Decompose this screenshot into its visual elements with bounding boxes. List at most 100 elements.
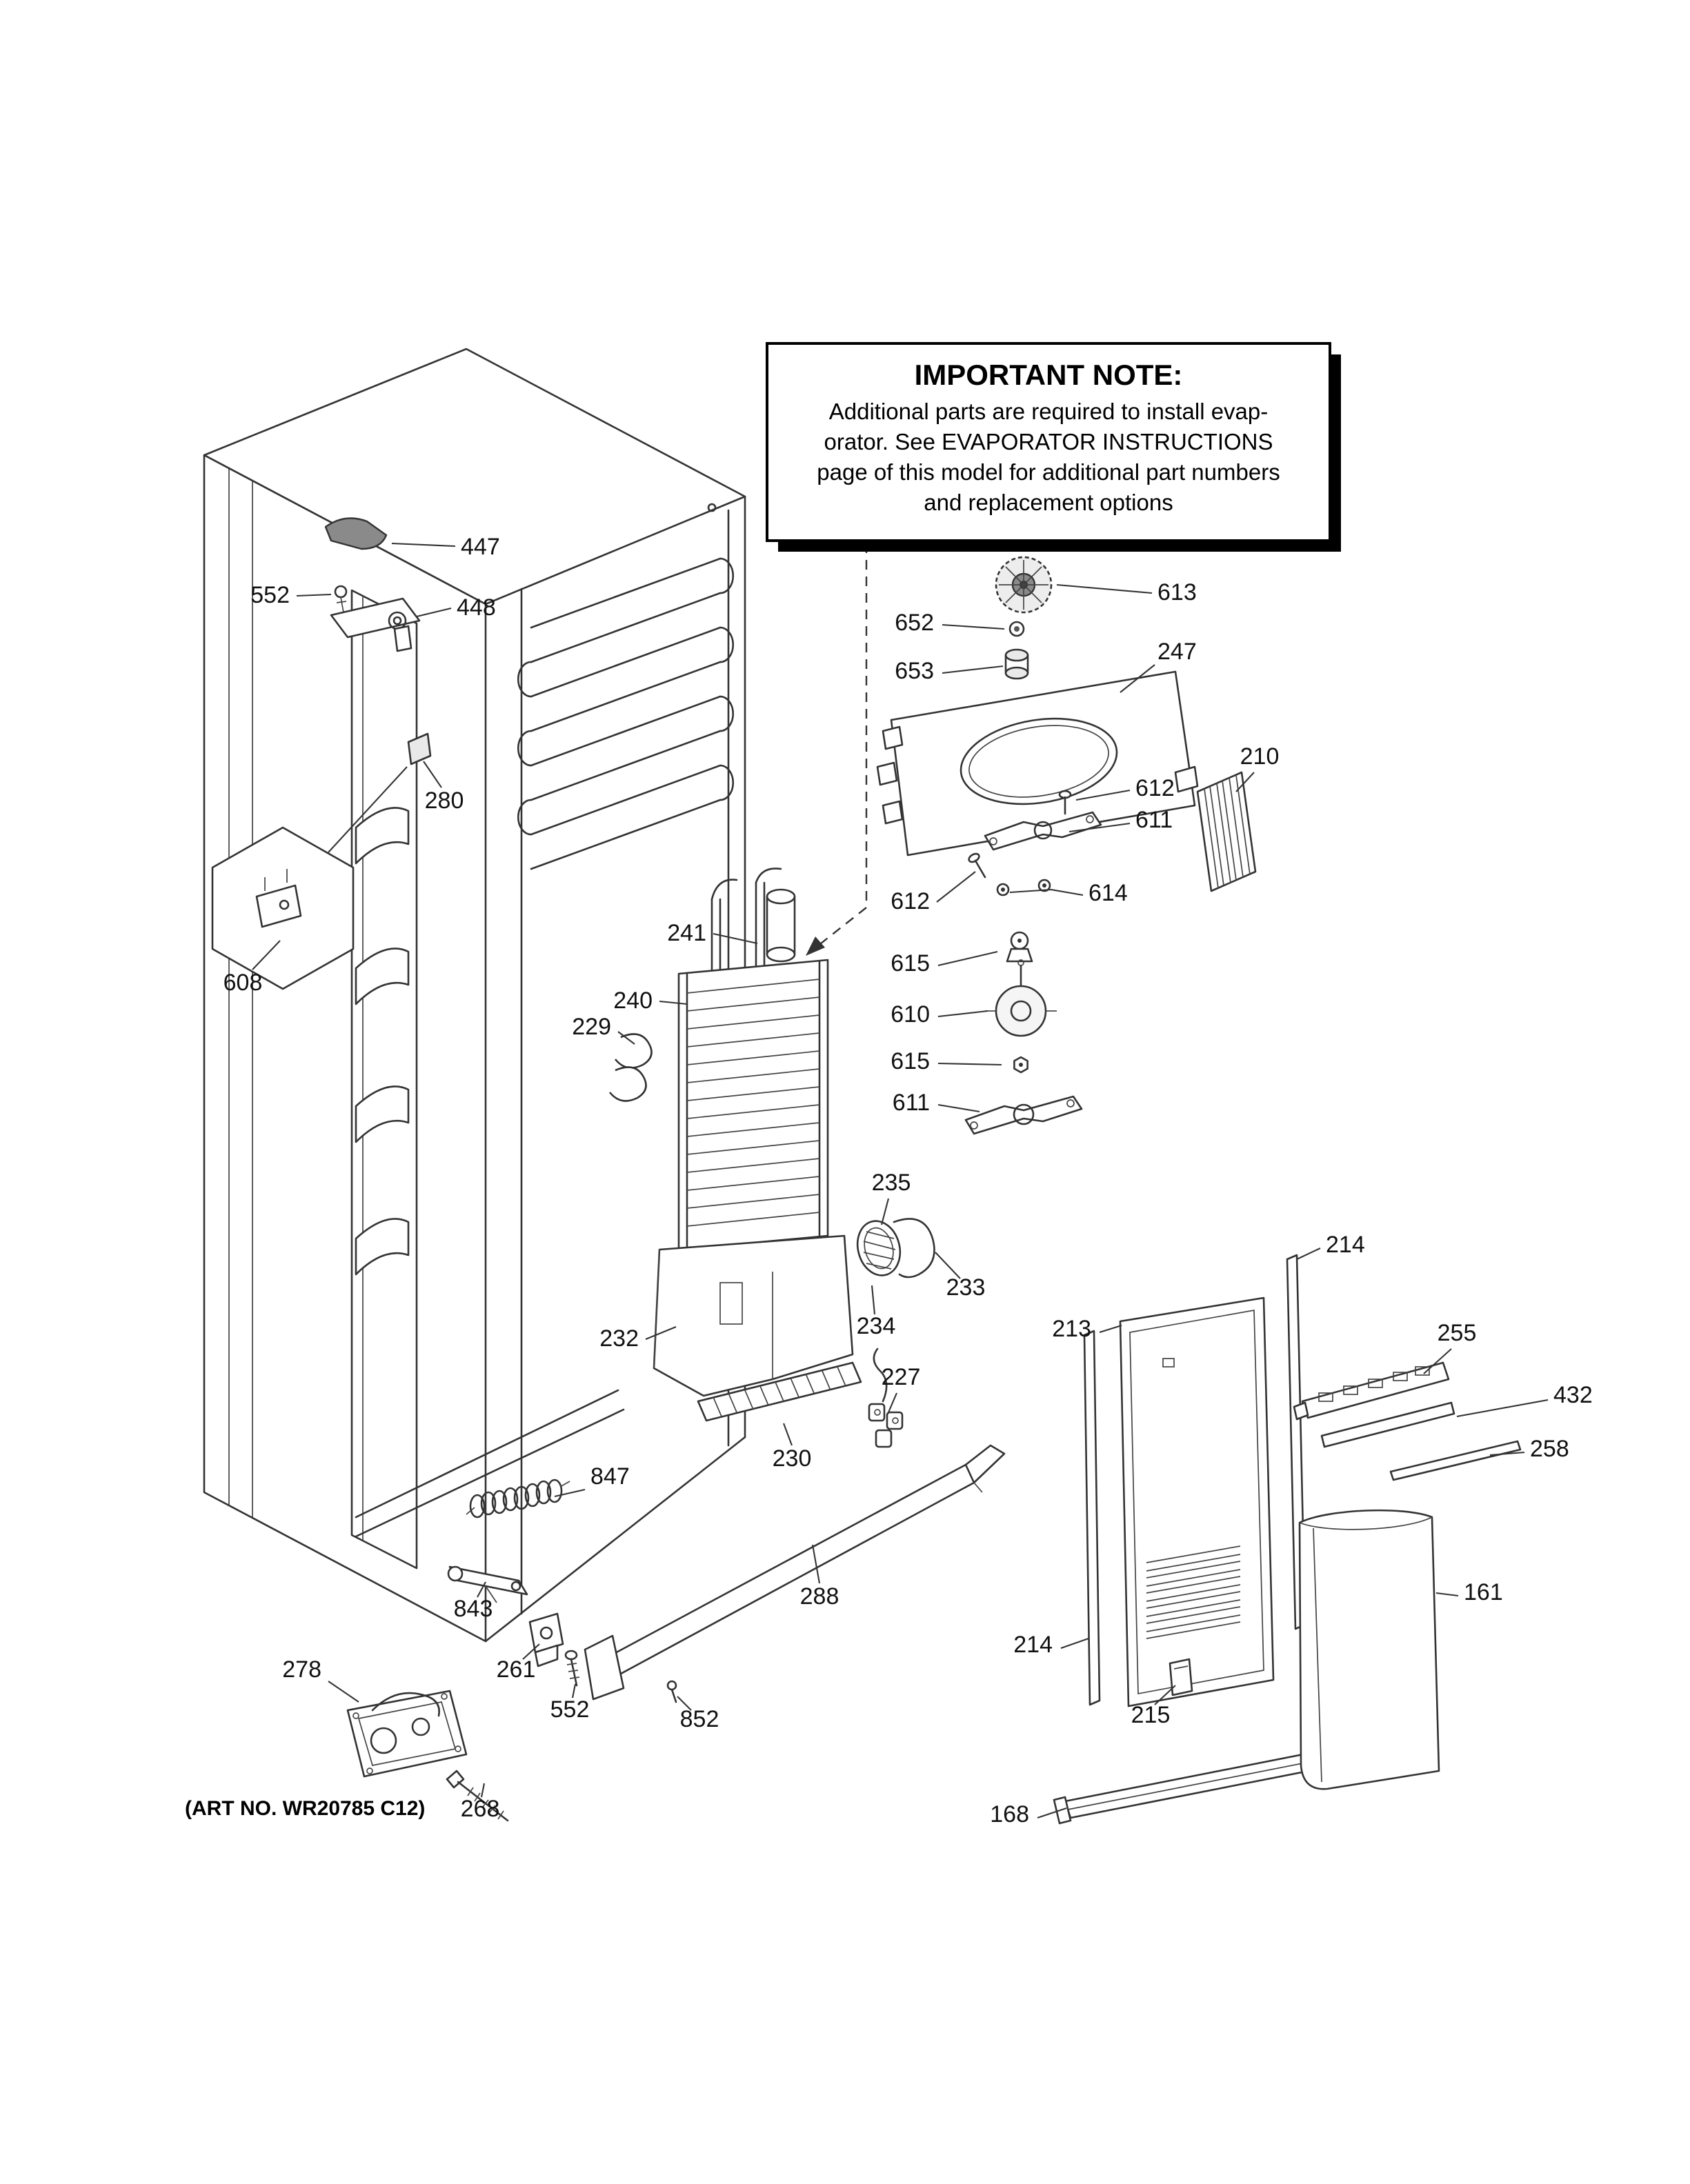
note-title: IMPORTANT NOTE: xyxy=(915,359,1183,391)
leader-line-614 xyxy=(1009,888,1084,896)
part-label-610: 610 xyxy=(891,1001,930,1028)
mounting-rail-288 xyxy=(584,1444,1006,1701)
bracket-611-a xyxy=(984,811,1102,851)
leader-line-278 xyxy=(328,1681,359,1703)
leader-line-258 xyxy=(1489,1451,1525,1456)
leader-line-230 xyxy=(783,1423,793,1446)
part-label-852: 852 xyxy=(680,1706,719,1732)
part-label-611: 611 xyxy=(1135,807,1173,833)
part-label-210: 210 xyxy=(1240,743,1280,770)
part-label-213: 213 xyxy=(1052,1316,1091,1342)
leader-line-215 xyxy=(1154,1685,1176,1705)
note-box: IMPORTANT NOTE: Additional parts are req… xyxy=(766,342,1341,552)
grille-210 xyxy=(1196,771,1257,892)
part-label-232: 232 xyxy=(599,1325,639,1352)
part-label-230: 230 xyxy=(773,1445,812,1472)
part-label-258: 258 xyxy=(1530,1436,1569,1462)
part-label-247: 247 xyxy=(1157,639,1197,665)
note-line: page of this model for additional part n… xyxy=(817,459,1280,485)
cabinet xyxy=(203,348,746,1643)
spacer-653 xyxy=(1004,648,1029,680)
clip-215 xyxy=(1169,1658,1193,1696)
fan-blade-613 xyxy=(995,556,1053,614)
part-label-261: 261 xyxy=(497,1656,536,1683)
part-label-214: 214 xyxy=(1326,1232,1365,1258)
leader-line-613 xyxy=(1056,583,1153,594)
bolt-268 xyxy=(446,1770,509,1822)
nuts-614 xyxy=(996,879,1051,896)
part-label-847: 847 xyxy=(590,1463,630,1490)
part-label-552: 552 xyxy=(250,582,290,608)
leader-line-214 xyxy=(1060,1638,1089,1649)
part-label-240: 240 xyxy=(613,988,653,1014)
part-label-229: 229 xyxy=(572,1014,611,1040)
part-label-432: 432 xyxy=(1553,1382,1593,1408)
part-label-612: 612 xyxy=(1135,775,1175,801)
strip-432 xyxy=(1320,1401,1455,1448)
hardware-group xyxy=(446,1479,677,1822)
strip-258 xyxy=(1389,1440,1522,1481)
evaporator-assembly xyxy=(608,868,854,1397)
part-label-280: 280 xyxy=(425,788,464,814)
part-label-214: 214 xyxy=(1013,1632,1053,1658)
part-label-288: 288 xyxy=(800,1583,839,1610)
vent-slats xyxy=(1146,1545,1241,1639)
part-label-613: 613 xyxy=(1157,579,1197,605)
part-label-233: 233 xyxy=(946,1274,986,1301)
screw-612-b xyxy=(968,852,986,879)
spring-847 xyxy=(466,1479,570,1519)
part-label-278: 278 xyxy=(282,1656,321,1683)
rear-panel-assembly xyxy=(1053,1254,1522,1825)
note-line: orator. See EVAPORATOR INSTRUCTIONS xyxy=(824,429,1273,454)
leader-line-612 xyxy=(936,871,976,903)
leader-line-240 xyxy=(659,1000,688,1005)
part-label-161: 161 xyxy=(1464,1579,1503,1605)
part-label-448: 448 xyxy=(457,594,496,621)
leader-line-233 xyxy=(935,1252,961,1279)
arrowhead xyxy=(806,936,825,956)
hook-233 xyxy=(893,1218,935,1279)
leader-line-432 xyxy=(1456,1399,1549,1418)
screw-552 xyxy=(564,1650,580,1687)
leader-line-227 xyxy=(888,1392,897,1413)
part-label-614: 614 xyxy=(1088,880,1128,906)
leader-line-280 xyxy=(423,761,442,788)
leader-line-610 xyxy=(937,1010,988,1018)
leader-line-210 xyxy=(1235,772,1255,792)
screw-612-a xyxy=(1058,790,1072,815)
leader-line-843 xyxy=(477,1581,486,1598)
leader-line-255 xyxy=(1423,1348,1452,1374)
leader-line-161 xyxy=(1435,1592,1459,1597)
wire-harness-227 xyxy=(868,1348,904,1448)
part-label-612: 612 xyxy=(891,888,930,914)
part-label-552: 552 xyxy=(550,1696,590,1723)
leader-line-612 xyxy=(1075,789,1131,801)
part-label-234: 234 xyxy=(857,1313,896,1339)
art-number: (ART NO. WR20785 C12) xyxy=(185,1797,425,1820)
part-label-241: 241 xyxy=(667,920,706,946)
fan-assembly xyxy=(856,556,1257,1279)
dashed-guides xyxy=(806,543,868,956)
leader-line-235 xyxy=(880,1198,890,1225)
grommet-652 xyxy=(1008,621,1025,637)
leader-line-168 xyxy=(1037,1807,1067,1819)
leader-line-608 xyxy=(252,940,281,970)
drain-trough-230 xyxy=(697,1361,862,1422)
part-label-215: 215 xyxy=(1131,1702,1171,1728)
leader-line-615 xyxy=(937,950,998,967)
leader-line-213 xyxy=(1099,1324,1122,1334)
note-line: and replacement options xyxy=(924,490,1173,515)
leader-line-847 xyxy=(554,1488,586,1498)
part-label-615: 615 xyxy=(891,950,930,976)
part-label-235: 235 xyxy=(872,1170,911,1196)
part-label-652: 652 xyxy=(895,610,934,636)
leader-line-653 xyxy=(942,665,1004,674)
note-box-frame xyxy=(766,342,1331,542)
leader-line-229 xyxy=(617,1031,635,1045)
bracket-611-b xyxy=(964,1095,1083,1135)
control-board-255 xyxy=(1293,1361,1450,1421)
leader-line-552 xyxy=(571,1683,577,1699)
leader-line-234 xyxy=(871,1285,876,1315)
